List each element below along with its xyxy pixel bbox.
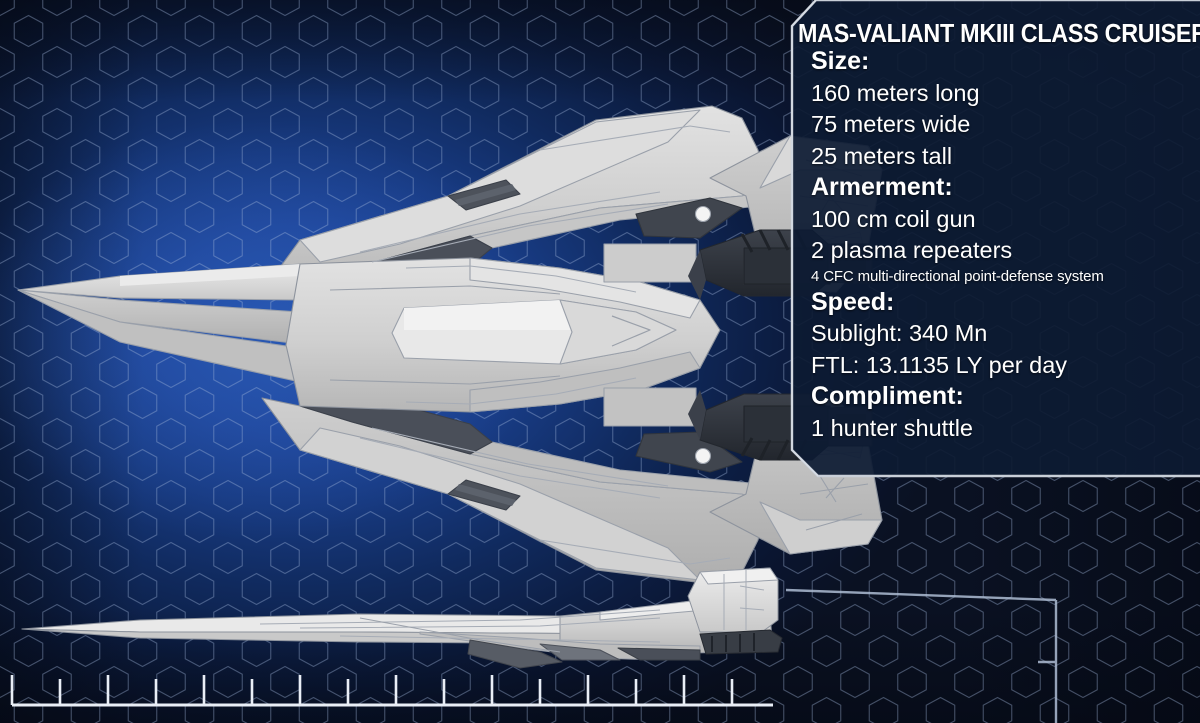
spec-value: 25 meters tall (811, 142, 953, 169)
spec-value: 100 cm coil gun (811, 205, 976, 232)
spec-value: 2 plasma repeaters (811, 237, 1013, 263)
spec-header: Armerment: (811, 173, 953, 201)
spec-panel: MAS-VALIANT MKIII CLASS CRUISER Size: 160… (782, 0, 1200, 478)
spec-value: Sublight: 340 Mn (811, 320, 988, 346)
panel-title: MAS-VALIANT MKIII CLASS CRUISER (798, 20, 1200, 48)
spec-header: Speed: (811, 287, 895, 316)
spec-header: Compliment: (811, 382, 964, 410)
ship-side-view (21, 567, 783, 669)
spec-header: Size: (811, 47, 870, 75)
display-stand-lines (785, 588, 1058, 723)
spec-value: FTL: 13.1135 LY per day (811, 351, 1068, 378)
spec-panel-frame (790, 0, 1200, 478)
scale-ruler (10, 675, 773, 707)
spec-list: Size: 160 meters long 75 meters wide 25 met… (811, 46, 1200, 444)
spec-value: 75 meters wide (811, 111, 971, 137)
spec-value: 4 CFC multi-directional point-defense sy… (811, 267, 1104, 285)
spec-value: 160 meters long (811, 79, 980, 106)
spec-value: 1 hunter shuttle (811, 414, 973, 441)
ship-top-view (17, 105, 883, 585)
